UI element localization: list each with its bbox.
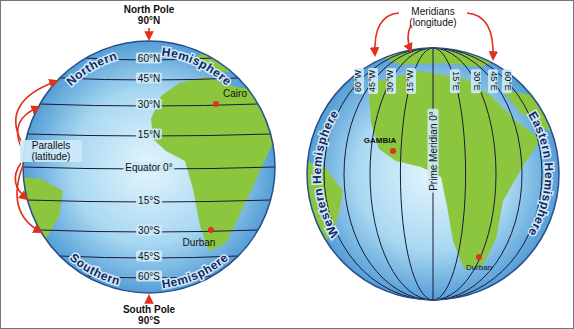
prime-meridian-label: Prime Meridian 0° <box>428 109 439 193</box>
longitude-label: 30°E <box>471 69 481 93</box>
longitude-label: 60°E <box>502 69 512 93</box>
equator-label: Equator 0° <box>123 162 174 173</box>
latitude-label: 45°N <box>136 73 162 84</box>
latitude-label: 45°S <box>136 251 162 262</box>
hemisphere-label: Western Hemisphere <box>310 108 342 241</box>
city-label: Durban <box>464 264 494 273</box>
parallels-label: Parallels (latitude) <box>20 140 82 162</box>
pole-label: 90°N <box>136 15 162 26</box>
pole-label: 90°S <box>136 315 162 326</box>
country-label: GAMBIA <box>362 137 398 146</box>
hemisphere-label-path: Northern Hemisphere <box>64 42 235 88</box>
hemisphere-label: Southern Hemisphere <box>67 250 231 293</box>
hemisphere-label: Eastern Hemisphere <box>525 109 556 239</box>
latitude-label: 30°S <box>136 225 162 236</box>
latitude-label: 60°S <box>136 271 162 282</box>
meridians-label: Meridians (longitude) <box>398 6 468 28</box>
latitude-label: 60°N <box>136 53 162 64</box>
hemisphere-label-path: Southern Hemisphere <box>67 250 231 293</box>
hemisphere-label: Northern Hemisphere <box>64 42 235 88</box>
pole-label: South Pole <box>121 304 177 315</box>
city-label: Cairo <box>221 88 249 99</box>
latitude-label: 30°N <box>136 99 162 110</box>
pole-label: North Pole <box>122 4 177 15</box>
hemisphere-label-path: Western Hemisphere <box>310 108 342 241</box>
longitude-label: 30°W <box>386 68 396 94</box>
longitude-label: 45°W <box>368 68 378 94</box>
longitude-label: 45°E <box>488 69 498 93</box>
hemisphere-label-path: Eastern Hemisphere <box>525 109 556 239</box>
longitude-label: 15°E <box>450 69 460 93</box>
latitude-label: 15°N <box>136 129 162 140</box>
latitude-label: 15°S <box>136 195 162 206</box>
city-label: Durban <box>181 237 218 248</box>
longitude-label: 15°W <box>406 68 416 94</box>
longitude-label: 60°W <box>354 68 364 94</box>
